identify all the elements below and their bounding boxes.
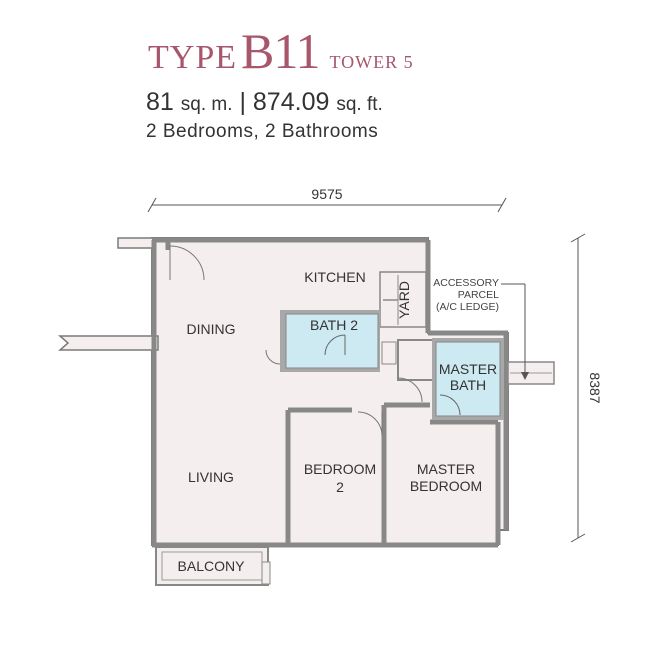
tower-label: TOWER 5: [329, 52, 414, 72]
room-label-master-bedroom-line1: MASTER: [417, 461, 475, 477]
bath-2-room: [280, 310, 397, 372]
room-label-kitchen: KITCHEN: [304, 269, 365, 285]
room-label-master-bath-line2: BATH: [450, 377, 486, 393]
room-label-bedroom-2-line2: 2: [336, 479, 344, 495]
unit-type-title: TYPE B11 TOWER 5: [148, 22, 414, 80]
door-swings: [169, 245, 423, 437]
area-sqft-unit: sq. ft.: [336, 94, 383, 115]
width-dimension: 9575: [311, 186, 342, 202]
master-bath-room: [397, 338, 504, 420]
room-label-living: LIVING: [188, 469, 234, 485]
area-sqft: 874.09: [252, 88, 330, 116]
room-label-bedroom-2-line1: BEDROOM: [304, 461, 376, 477]
height-dimension: 8387: [587, 372, 603, 403]
accessory-parcel-label-line1: ACCESSORY: [433, 277, 499, 289]
type-word: TYPE: [148, 39, 237, 76]
width-dimension-line: [147, 197, 507, 213]
height-dimension-line: [570, 233, 586, 543]
room-label-bath-2: BATH 2: [310, 317, 358, 333]
type-code: B11: [241, 23, 320, 79]
room-label-balcony: BALCONY: [178, 558, 246, 574]
area-sqm: 81: [146, 88, 174, 116]
balcony-area: [155, 546, 271, 586]
area-sqm-unit: sq. m.: [180, 94, 233, 115]
walls: [151, 237, 509, 548]
room-label-master-bedroom-line2: BEDROOM: [410, 478, 482, 494]
yard-area: [379, 271, 427, 328]
room-label-master-bath-line1: MASTER: [439, 361, 497, 377]
accessory-parcel-label-line2: PARCEL: [458, 289, 499, 301]
ac-ledge: [507, 284, 555, 385]
room-label-dining: DINING: [187, 321, 236, 337]
room-label-yard: YARD: [396, 281, 412, 319]
room-count: 2 Bedrooms, 2 Bathrooms: [146, 121, 379, 142]
area-separator: |: [239, 88, 246, 116]
accessory-parcel-label-line3: (A/C LEDGE): [436, 301, 499, 313]
unit-area: 81 sq. m. | 874.09 sq. ft.: [146, 88, 383, 117]
